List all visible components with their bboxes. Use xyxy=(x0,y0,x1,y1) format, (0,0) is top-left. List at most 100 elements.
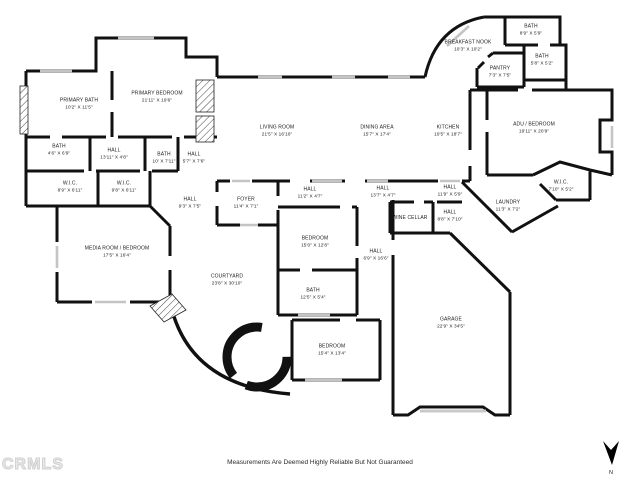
crmls-logo: CRMLS xyxy=(2,456,64,474)
room-dimensions: 10'2" X 11'5" xyxy=(65,104,93,110)
room-dimensions: 10'3" X 10'2" xyxy=(454,46,482,52)
room-dimensions: 8'9" X 5'9" xyxy=(519,30,543,36)
room-dimensions: 9'8" X 6'11" xyxy=(111,187,137,193)
room-dimensions: 21'11" X 19'6" xyxy=(141,97,173,103)
room-dimensions: 6'9" X 16'6" xyxy=(363,255,389,261)
room-name: HALL xyxy=(376,185,390,192)
room-dimensions: 11'4" X 7'1" xyxy=(233,203,259,209)
room-dimensions: 8'9" X 6'11" xyxy=(57,187,83,193)
room-name: W.I.C. xyxy=(116,180,132,187)
room-name: BATH xyxy=(535,53,549,60)
room-name: BEDROOM xyxy=(301,235,329,242)
room-name: HALL xyxy=(443,209,457,216)
room-dimensions: 13'7" X 4'7" xyxy=(370,192,396,198)
room-name: MEDIA ROOM / BEDROOM xyxy=(84,245,150,252)
room-dimensions: 21'5" X 16'10" xyxy=(261,131,293,137)
room-name: COURTYARD xyxy=(210,273,244,280)
room-name: PANTRY xyxy=(489,65,511,72)
disclaimer-text: Measurements Are Deemed Highly Reliable … xyxy=(227,459,413,466)
room-label-wic-2: W.I.C.9'8" X 6'11" xyxy=(112,181,137,194)
room-dimensions: 10' X 7'11" xyxy=(152,158,176,164)
room-dimensions: 11'2" X 4'7" xyxy=(297,193,323,199)
room-name: DINING AREA xyxy=(360,124,394,131)
walls xyxy=(24,15,614,417)
room-dimensions: 15'4" X 13'4" xyxy=(318,350,346,356)
turret-round-wall xyxy=(222,322,292,392)
room-name: LAUNDRY xyxy=(495,199,521,206)
room-name: BATH xyxy=(52,143,66,150)
room-name: BREAKFAST NOOK xyxy=(444,39,492,46)
room-dimensions: 22'9" X 34'5" xyxy=(437,323,465,329)
room-name: WINE CELLAR xyxy=(392,214,428,221)
room-label-wine-cellar: WINE CELLAR xyxy=(393,215,428,222)
room-name: HALL xyxy=(187,151,201,158)
room-label-wic-adu: W.I.C.7'10" X 5'2" xyxy=(548,180,573,193)
room-name: W.I.C. xyxy=(62,180,78,187)
room-name: ADU / BEDROOM xyxy=(513,121,555,128)
room-name: LIVING ROOM xyxy=(259,124,295,131)
room-name: KITCHEN xyxy=(436,124,460,131)
room-dimensions: 12'5" X 5'4" xyxy=(300,294,326,300)
room-dimensions: 17'5" X 16'4" xyxy=(103,252,131,258)
room-dimensions: 7'10" X 5'2" xyxy=(548,186,574,192)
room-dimensions: 7'3" X 7'5" xyxy=(488,72,512,78)
room-name: BATH xyxy=(306,287,320,294)
room-name: BATH xyxy=(157,151,171,158)
courtyard-curved-wall xyxy=(168,301,291,396)
north-arrow-icon: N xyxy=(603,441,619,476)
room-name: W.I.C. xyxy=(553,179,569,186)
room-dimensions: 13'11" X 4'8" xyxy=(100,154,128,160)
entry-steps xyxy=(149,293,187,323)
room-name: PRIMARY BATH xyxy=(59,97,99,104)
room-dimensions: 5'8" X 5'2" xyxy=(530,60,554,66)
hatched-closets xyxy=(19,79,215,143)
room-name: BATH xyxy=(524,23,538,30)
room-dimensions: 11'9" X 5'9" xyxy=(437,191,463,197)
room-name: FOYER xyxy=(237,196,255,203)
room-dimensions: 19'11" X 20'9" xyxy=(518,128,550,134)
room-dimensions: 5'7" X 7'6" xyxy=(182,158,206,164)
room-label-wic-1: W.I.C.8'9" X 6'11" xyxy=(58,181,83,194)
room-dimensions: 9'3" X 7'5" xyxy=(178,203,202,209)
room-dimensions: 8'8" X 7'10" xyxy=(437,216,463,222)
room-dimensions: 23'8" X 30'10" xyxy=(211,280,243,286)
room-name: GARAGE xyxy=(439,316,462,323)
room-dimensions: 4'6" X 6'9" xyxy=(47,150,71,156)
room-name: PRIMARY BEDROOM xyxy=(131,90,183,97)
room-dimensions: 15'0" X 12'8" xyxy=(301,242,329,248)
room-name: HALL xyxy=(107,147,121,154)
room-dimensions: 10'5" X 18'7" xyxy=(434,131,462,137)
room-dimensions: 15'7" X 17'4" xyxy=(363,131,391,137)
room-name: HALL xyxy=(443,184,457,191)
room-dimensions: 11'3" X 7'2" xyxy=(495,206,521,212)
